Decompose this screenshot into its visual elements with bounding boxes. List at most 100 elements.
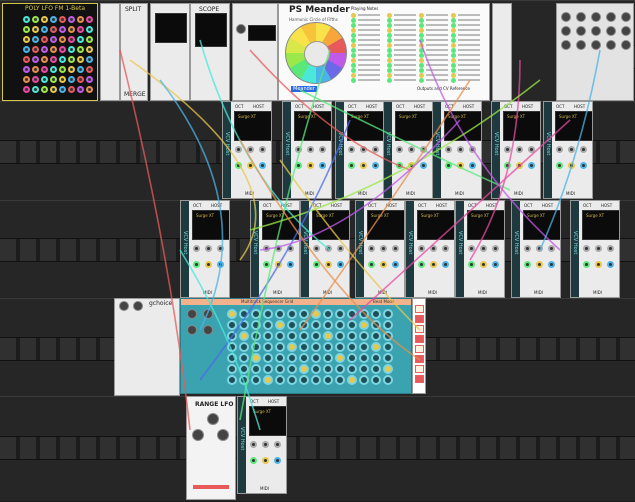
meander-toggle[interactable] [387, 43, 392, 48]
lfo-output-jack[interactable] [50, 46, 57, 53]
lfo-output-jack[interactable] [86, 16, 93, 23]
sequencer-step[interactable] [227, 364, 237, 374]
lfo-output-jack[interactable] [77, 26, 84, 33]
meander-toggle[interactable] [351, 23, 356, 28]
host-input-jack[interactable] [430, 245, 437, 252]
meander-toggle[interactable] [419, 13, 424, 18]
host-output-jack[interactable] [325, 261, 332, 268]
host-output-jack[interactable] [536, 261, 543, 268]
sequencer-step[interactable] [347, 375, 357, 385]
sequencer-step[interactable] [347, 353, 357, 363]
sequencer-step[interactable] [347, 320, 357, 330]
host-plugin-screen[interactable]: Surge XT [312, 210, 349, 240]
host-input-jack[interactable] [607, 245, 614, 252]
host-input-jack[interactable] [372, 146, 379, 153]
sequencer-step[interactable] [263, 331, 273, 341]
sequencer-step[interactable] [275, 342, 285, 352]
host-input-jack[interactable] [235, 146, 242, 153]
meander-toggle[interactable] [451, 33, 456, 38]
tempo-knob[interactable] [236, 24, 246, 34]
host-output-jack[interactable] [468, 261, 475, 268]
meander-toggle[interactable] [351, 78, 356, 83]
lfo-output-jack[interactable] [86, 56, 93, 63]
sequencer-step[interactable] [347, 364, 357, 374]
sequencer-step[interactable] [311, 331, 321, 341]
host-input-jack[interactable] [469, 146, 476, 153]
sequencer-step[interactable] [371, 331, 381, 341]
host-input-jack[interactable] [492, 245, 499, 252]
lfo-output-jack[interactable] [77, 16, 84, 23]
host-output-jack[interactable] [259, 162, 266, 169]
meander-toggle[interactable] [387, 78, 392, 83]
sequencer-step[interactable] [299, 342, 309, 352]
utility-module-b[interactable] [556, 3, 634, 101]
host-output-jack[interactable] [319, 162, 326, 169]
sequencer-step[interactable] [311, 375, 321, 385]
sequencer-step[interactable] [227, 375, 237, 385]
lfo-output-jack[interactable] [68, 76, 75, 83]
sequencer-step[interactable] [311, 364, 321, 374]
meander-toggle[interactable] [419, 28, 424, 33]
host-input-jack[interactable] [445, 146, 452, 153]
host-input-jack[interactable] [319, 146, 326, 153]
host-output-jack[interactable] [392, 261, 399, 268]
host-output-jack[interactable] [595, 261, 602, 268]
utility-knob[interactable] [606, 40, 616, 50]
utility-knob[interactable] [561, 12, 571, 22]
host-input-jack[interactable] [468, 245, 475, 252]
lfo-output-jack[interactable] [41, 66, 48, 73]
host-output-jack[interactable] [348, 162, 355, 169]
host-input-jack[interactable] [274, 441, 281, 448]
meander-toggle[interactable] [451, 78, 456, 83]
meander-toggle[interactable] [351, 18, 356, 23]
lfo-output-jack[interactable] [41, 16, 48, 23]
sequencer-step[interactable] [323, 342, 333, 352]
meander-toggle[interactable] [387, 18, 392, 23]
host-plugin-screen[interactable]: Surge XT [234, 111, 271, 141]
host-input-jack[interactable] [307, 146, 314, 153]
host-output-jack[interactable] [368, 261, 375, 268]
host-input-jack[interactable] [325, 245, 332, 252]
lfo-output-jack[interactable] [68, 86, 75, 93]
host-output-jack[interactable] [568, 162, 575, 169]
sequencer-step[interactable] [311, 309, 321, 319]
sequencer-step[interactable] [359, 320, 369, 330]
lfo-output-jack[interactable] [77, 46, 84, 53]
lfo-output-jack[interactable] [41, 56, 48, 63]
meander-toggle[interactable] [387, 28, 392, 33]
host-plugin-screen[interactable]: Surge XT [249, 406, 286, 436]
sequencer-step[interactable] [299, 320, 309, 330]
host-input-jack[interactable] [480, 245, 487, 252]
lfo-output-jack[interactable] [68, 26, 75, 33]
sequencer-step[interactable] [287, 309, 297, 319]
utility-knob[interactable] [591, 40, 601, 50]
lfo-output-jack[interactable] [23, 46, 30, 53]
host-output-jack[interactable] [217, 261, 224, 268]
sequencer-step[interactable] [263, 353, 273, 363]
range-lfo-module[interactable]: RANGE LFO [186, 396, 236, 500]
sequencer-step[interactable] [347, 342, 357, 352]
sequencer-step[interactable] [275, 364, 285, 374]
sequencer-step[interactable] [251, 364, 261, 374]
lfo-output-jack[interactable] [68, 16, 75, 23]
sequencer-step[interactable] [359, 309, 369, 319]
host-output-jack[interactable] [420, 162, 427, 169]
host-input-jack[interactable] [287, 245, 294, 252]
sequencer-step[interactable] [311, 342, 321, 352]
host-output-jack[interactable] [337, 261, 344, 268]
meander-toggle[interactable] [351, 38, 356, 43]
lfo-output-jack[interactable] [32, 26, 39, 33]
sequencer-step[interactable] [239, 331, 249, 341]
lfo-output-jack[interactable] [59, 46, 66, 53]
sequencer-step[interactable] [263, 320, 273, 330]
host-input-jack[interactable] [205, 245, 212, 252]
